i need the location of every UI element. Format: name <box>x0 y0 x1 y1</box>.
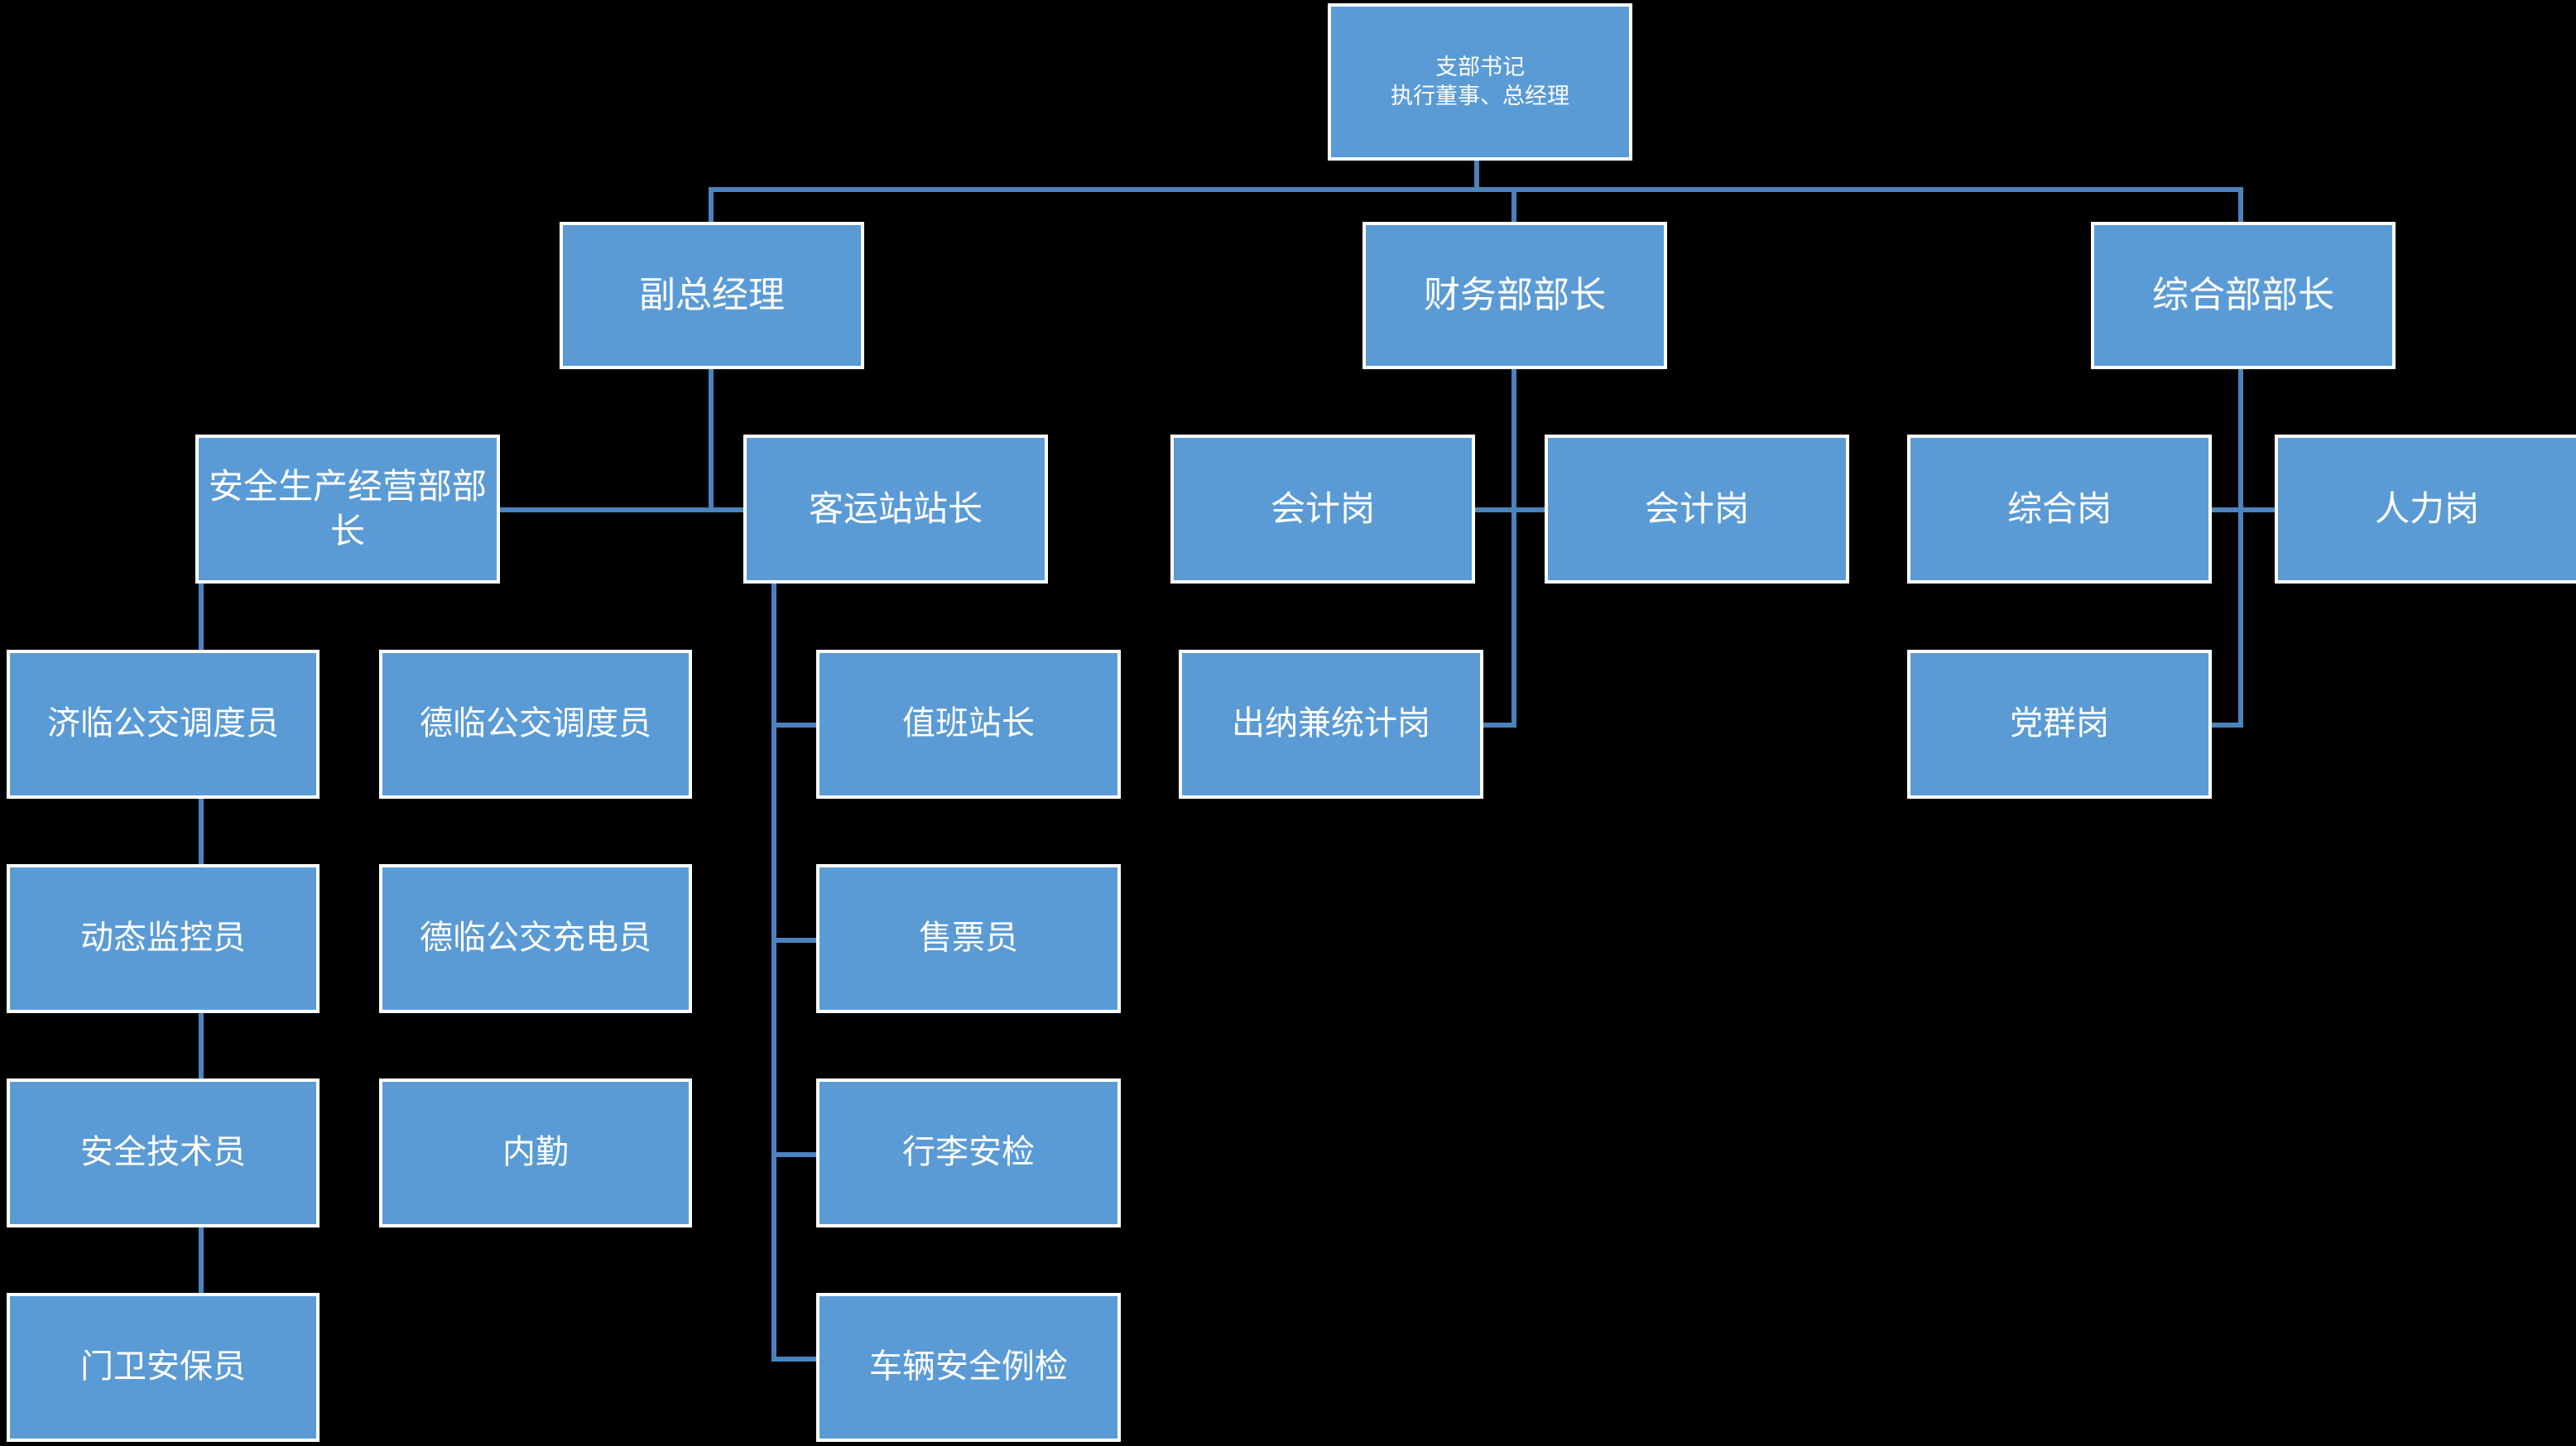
node-cashier-statistician-label: 出纳兼统计岗 <box>1232 705 1430 742</box>
node-accountant-1[interactable]: 会计岗 <box>1170 435 1475 584</box>
node-general-post[interactable]: 综合岗 <box>1907 435 2212 584</box>
node-finance-head-label: 财务部部长 <box>1424 274 1606 315</box>
node-safety-technician[interactable]: 安全技术员 <box>7 1078 320 1227</box>
node-gate-security-label: 门卫安保员 <box>80 1348 246 1386</box>
connector-station-master-trunk <box>771 582 776 1362</box>
connector-drop-deputy-gm <box>709 187 714 223</box>
node-root-label: 支部书记 执行董事、总经理 <box>1391 55 1569 108</box>
connector-deputy-to-safety-ops <box>414 507 714 512</box>
node-office-clerk[interactable]: 内勤 <box>379 1078 692 1227</box>
node-station-master[interactable]: 客运站站长 <box>743 435 1048 584</box>
node-accountant-2[interactable]: 会计岗 <box>1545 435 1849 584</box>
node-office-clerk-label: 内勤 <box>502 1134 569 1171</box>
connector-deputy-gm-trunk <box>709 368 714 512</box>
node-delin-charger[interactable]: 德临公交充电员 <box>379 864 692 1013</box>
node-accountant-1-label: 会计岗 <box>1270 489 1375 529</box>
node-accountant-2-label: 会计岗 <box>1644 489 1749 529</box>
connector-station-row2 <box>771 938 821 943</box>
node-deputy-gm[interactable]: 副总经理 <box>560 222 864 369</box>
node-party-mass-post[interactable]: 党群岗 <box>1907 650 2212 799</box>
connector-station-row3 <box>771 1152 821 1157</box>
connector-finance-row2 <box>1482 723 1516 728</box>
connector-general-affairs-row2 <box>2210 723 2243 728</box>
node-baggage-security-label: 行李安检 <box>902 1134 1035 1171</box>
node-cashier-statistician[interactable]: 出纳兼统计岗 <box>1179 650 1483 799</box>
node-jilin-dispatcher-label: 济临公交调度员 <box>47 705 279 742</box>
node-vehicle-safety-check[interactable]: 车辆安全例检 <box>816 1293 1121 1442</box>
node-general-post-label: 综合岗 <box>2006 489 2112 529</box>
connector-station-row1 <box>771 723 821 728</box>
connector-general-affairs-row1 <box>2210 507 2285 512</box>
connector-finance-trunk <box>1511 368 1516 728</box>
node-party-mass-post-label: 党群岗 <box>2010 705 2109 742</box>
node-general-affairs-head-label: 综合部部长 <box>2152 274 2334 315</box>
node-duty-station-master[interactable]: 值班站长 <box>816 650 1121 799</box>
node-vehicle-safety-check-label: 车辆安全例检 <box>869 1348 1068 1386</box>
node-delin-dispatcher-label: 德临公交调度员 <box>420 705 651 742</box>
connector-root-stem <box>1474 159 1479 192</box>
node-safety-ops-head-label: 安全生产经营部部长 <box>208 467 487 550</box>
node-deputy-gm-label: 副总经理 <box>639 274 785 315</box>
node-baggage-security[interactable]: 行李安检 <box>816 1078 1121 1227</box>
node-safety-technician-label: 安全技术员 <box>80 1134 246 1171</box>
node-gate-security[interactable]: 门卫安保员 <box>7 1293 320 1442</box>
node-jilin-dispatcher[interactable]: 济临公交调度员 <box>7 650 320 799</box>
node-ticket-seller[interactable]: 售票员 <box>816 864 1121 1013</box>
node-general-affairs-head[interactable]: 综合部部长 <box>2091 222 2396 369</box>
node-finance-head[interactable]: 财务部部长 <box>1362 222 1667 369</box>
node-delin-dispatcher[interactable]: 德临公交调度员 <box>379 650 692 799</box>
connector-drop-finance-head <box>1511 187 1516 223</box>
connector-level1-bus <box>709 187 2243 192</box>
connector-general-affairs-trunk <box>2238 368 2243 728</box>
node-root[interactable]: 支部书记 执行董事、总经理 <box>1328 3 1632 161</box>
node-hr-post-label: 人力岗 <box>2374 489 2479 529</box>
connector-drop-general-affairs-head <box>2238 187 2243 223</box>
connector-deputy-to-station-master <box>709 507 747 512</box>
node-delin-charger-label: 德临公交充电员 <box>420 920 651 957</box>
node-duty-station-master-label: 值班站长 <box>902 705 1035 742</box>
node-station-master-label: 客运站站长 <box>808 489 983 529</box>
node-safety-ops-head[interactable]: 安全生产经营部部长 <box>195 435 500 584</box>
node-hr-post[interactable]: 人力岗 <box>2275 435 2576 584</box>
node-ticket-seller-label: 售票员 <box>919 920 1018 957</box>
node-dynamic-monitor[interactable]: 动态监控员 <box>7 864 320 1013</box>
connector-station-row4 <box>771 1357 821 1362</box>
node-dynamic-monitor-label: 动态监控员 <box>80 920 246 957</box>
